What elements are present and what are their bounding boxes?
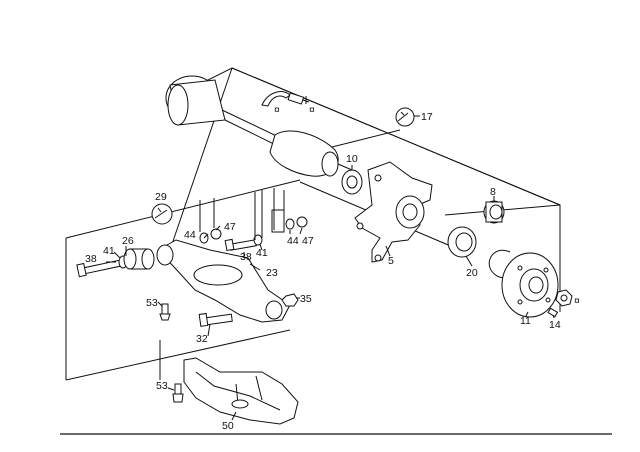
washer-44-right <box>285 218 295 230</box>
callout-14: 14 <box>549 319 561 331</box>
svg-text:¤: ¤ <box>309 104 315 116</box>
nut-47-right <box>296 216 308 228</box>
callout-5: 5 <box>388 255 394 267</box>
hub-nut: ¤ <box>555 289 580 307</box>
wrench-icon <box>395 107 415 127</box>
callout-53-upper: 53 <box>146 297 158 309</box>
callout-38-lower: 38 <box>85 253 97 265</box>
callout-26: 26 <box>122 235 134 247</box>
washer-41-upper <box>253 234 263 246</box>
cover-50 <box>183 357 299 425</box>
screw-14 <box>547 307 559 318</box>
leader-lines <box>106 225 555 421</box>
svg-text:¤: ¤ <box>574 295 580 307</box>
callout-23: 23 <box>266 267 278 279</box>
drive-shaft <box>165 75 353 177</box>
wheel-hub <box>501 252 559 318</box>
screw-53-upper <box>159 303 171 321</box>
wrench-icon <box>151 203 173 225</box>
callout-41-upper: 41 <box>256 247 268 259</box>
wheel-carrier <box>354 161 433 263</box>
callout-53-lower: 53 <box>156 380 168 392</box>
callout-11: 11 <box>520 315 531 327</box>
control-arm-23 <box>156 239 291 323</box>
callout-50: 50 <box>222 420 234 432</box>
clamp-bolt: ¤ ¤ <box>261 91 315 116</box>
callout-29: 29 <box>155 191 167 203</box>
callout-8: 8 <box>490 186 496 198</box>
callout-47-left: 47 <box>224 221 236 233</box>
bolt-32 <box>198 312 233 327</box>
callout-10: 10 <box>346 153 358 165</box>
bolt-38-upper <box>224 238 257 252</box>
callout-38-upper: 38 <box>240 251 252 263</box>
bushing-8 <box>483 200 505 224</box>
bracket-guide-lines <box>199 188 285 240</box>
callout-47-right: 47 <box>302 235 314 247</box>
callout-32: 32 <box>196 333 208 345</box>
callout-35: 35 <box>300 293 312 305</box>
nut-47-upper <box>210 228 222 240</box>
frame-lines <box>65 67 561 381</box>
callout-41-lower: 41 <box>103 245 115 257</box>
bearing-10 <box>341 169 363 195</box>
callout-44-left: 44 <box>184 229 196 241</box>
callout-44-right: 44 <box>287 235 299 247</box>
callout-20: 20 <box>466 267 478 279</box>
bolt-38-lower <box>76 259 121 278</box>
svg-text:¤: ¤ <box>274 104 280 116</box>
callouts: 5 8 10 11 14 17 20 23 26 29 32 35 38 38 … <box>85 111 561 432</box>
wheel-bearing <box>447 226 477 258</box>
nut-35 <box>281 293 299 307</box>
bushing-26 <box>123 248 155 270</box>
callout-17: 17 <box>421 111 433 123</box>
screw-53-lower <box>172 383 184 403</box>
